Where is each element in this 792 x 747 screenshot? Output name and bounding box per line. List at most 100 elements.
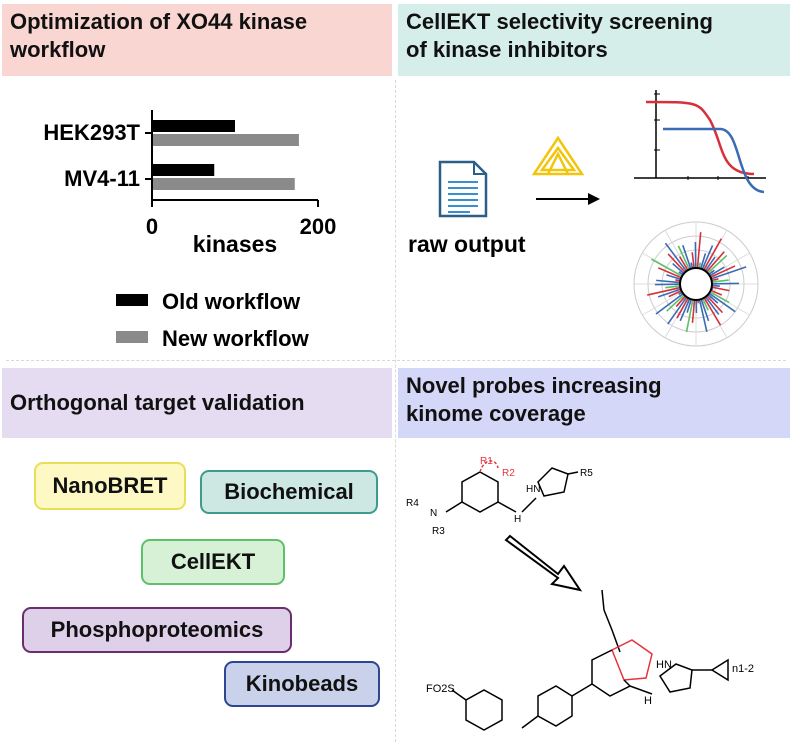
bar-hek293t-old	[152, 120, 235, 132]
label-r4: R4	[406, 498, 419, 509]
title-line-1: CellEKT selectivity screening	[406, 9, 713, 34]
scaffold-structure	[445, 460, 579, 513]
label-probe-hn: HN	[656, 659, 672, 671]
horizontal-divider	[6, 360, 786, 361]
radial-ray	[706, 295, 724, 314]
radial-ray	[708, 269, 715, 276]
radial-hub	[679, 267, 713, 301]
radial-ray	[707, 254, 728, 274]
radial-ray	[704, 256, 716, 272]
legend-swatch-old	[116, 294, 148, 306]
radial-ray	[667, 253, 686, 273]
radial-ray	[657, 267, 682, 279]
legend-swatch-new	[116, 331, 148, 343]
radial-ray	[666, 274, 681, 281]
radial-ray	[657, 288, 682, 298]
label-probe-h: H	[644, 695, 652, 707]
label-r5: R5	[580, 468, 593, 479]
method-nanobret: NanoBRET	[34, 462, 186, 510]
radial-ray	[711, 279, 729, 283]
method-kinobeads: Kinobeads	[224, 661, 380, 707]
bar-mv4-11-old	[152, 164, 215, 176]
radial-ray	[664, 242, 688, 272]
radial-ray	[677, 245, 691, 270]
selectivity-workflow: raw output	[408, 90, 766, 347]
radial-ray	[685, 299, 694, 333]
radial-ray	[711, 278, 719, 282]
hollow-arrow	[504, 534, 583, 592]
panel-title-optimization: Optimization of XO44 kinase workflow	[2, 4, 392, 76]
x-tick-label-0: 0	[146, 214, 158, 239]
label-n: N	[430, 508, 437, 519]
radial-ray	[691, 252, 695, 269]
label-r1: R1	[480, 456, 493, 467]
label-h: H	[514, 514, 521, 525]
radial-ray	[708, 292, 736, 313]
category-label-mv4: MV4-11	[64, 166, 140, 191]
vertical-divider	[395, 80, 396, 742]
radial-ray	[665, 285, 681, 289]
chemistry-panel: R1 R2 R4 N R3 H HN R5 FO2S HN H n1-2	[406, 456, 754, 731]
method-cellekt: CellEKT	[141, 539, 285, 585]
radial-ray	[704, 296, 720, 315]
bar-mv4-11-new	[152, 178, 295, 190]
method-phosphoproteomics: Phosphoproteomics	[22, 607, 292, 653]
radial-ray	[703, 297, 722, 326]
radial-ray	[699, 253, 707, 269]
legend-label-new: New workflow	[162, 326, 310, 351]
radial-ray	[678, 256, 689, 271]
radial-ray	[667, 296, 688, 325]
title-line-1: Optimization of XO44 kinase	[10, 9, 308, 34]
radial-ray	[686, 299, 693, 313]
radial-ray	[709, 291, 730, 304]
radial-ray	[676, 297, 689, 319]
kinase-bar-chart: HEK293T MV4-11 0 200 kinases Old workflo…	[43, 110, 337, 351]
label-r2: R2	[502, 468, 515, 479]
title-line-1: Novel probes increasing	[406, 373, 662, 398]
label-n1-2: n1-2	[732, 663, 754, 675]
bar-hek293t-new	[152, 134, 299, 146]
radial-ray	[647, 286, 681, 296]
radial-ray	[690, 262, 694, 269]
radial-ray	[705, 251, 725, 273]
x-axis-label: kinases	[193, 231, 277, 257]
title-line-1: Orthogonal target validation	[10, 390, 305, 415]
radial-ray	[691, 299, 696, 323]
radial-ray	[709, 266, 725, 277]
radial-ray	[710, 289, 723, 296]
radial-selectivity-plot	[633, 221, 759, 347]
radial-ray	[710, 265, 736, 279]
radial-spoke	[642, 291, 683, 316]
triangle-logo	[531, 135, 585, 176]
radial-ray	[672, 262, 685, 275]
x-tick-label-200: 200	[300, 214, 337, 239]
legend-label-old: Old workflow	[162, 289, 301, 314]
title-line-2: workflow	[10, 37, 106, 62]
radial-ray	[655, 292, 684, 315]
label-fo3s: FO2S	[426, 683, 455, 695]
panel-title-probes: Novel probes increasing kinome coverage	[398, 368, 790, 438]
radial-ray	[710, 266, 747, 280]
title-line-2: kinome coverage	[406, 401, 586, 426]
label-r3: R3	[432, 526, 445, 537]
raw-output-label: raw output	[408, 231, 526, 257]
document-icon	[438, 160, 488, 218]
radial-ray	[666, 294, 685, 312]
title-line-2: of kinase inhibitors	[406, 37, 608, 62]
radial-ray	[701, 298, 709, 311]
radial-ray	[711, 286, 730, 292]
radial-ray	[703, 238, 723, 271]
radial-ray	[700, 298, 710, 322]
radial-ray	[679, 298, 691, 322]
radial-ray	[696, 232, 702, 269]
panel-title-selectivity: CellEKT selectivity screening of kinase …	[398, 4, 790, 76]
radial-ray	[668, 289, 682, 298]
category-label-hek: HEK293T	[43, 120, 140, 145]
method-biochemical: Biochemical	[200, 470, 378, 514]
radial-ray	[701, 245, 714, 270]
probe-structure	[451, 589, 729, 731]
radial-ray	[651, 258, 683, 277]
panel-title-validation: Orthogonal target validation	[2, 368, 392, 438]
dose-response-plot	[634, 90, 766, 194]
radial-ray	[698, 299, 708, 332]
